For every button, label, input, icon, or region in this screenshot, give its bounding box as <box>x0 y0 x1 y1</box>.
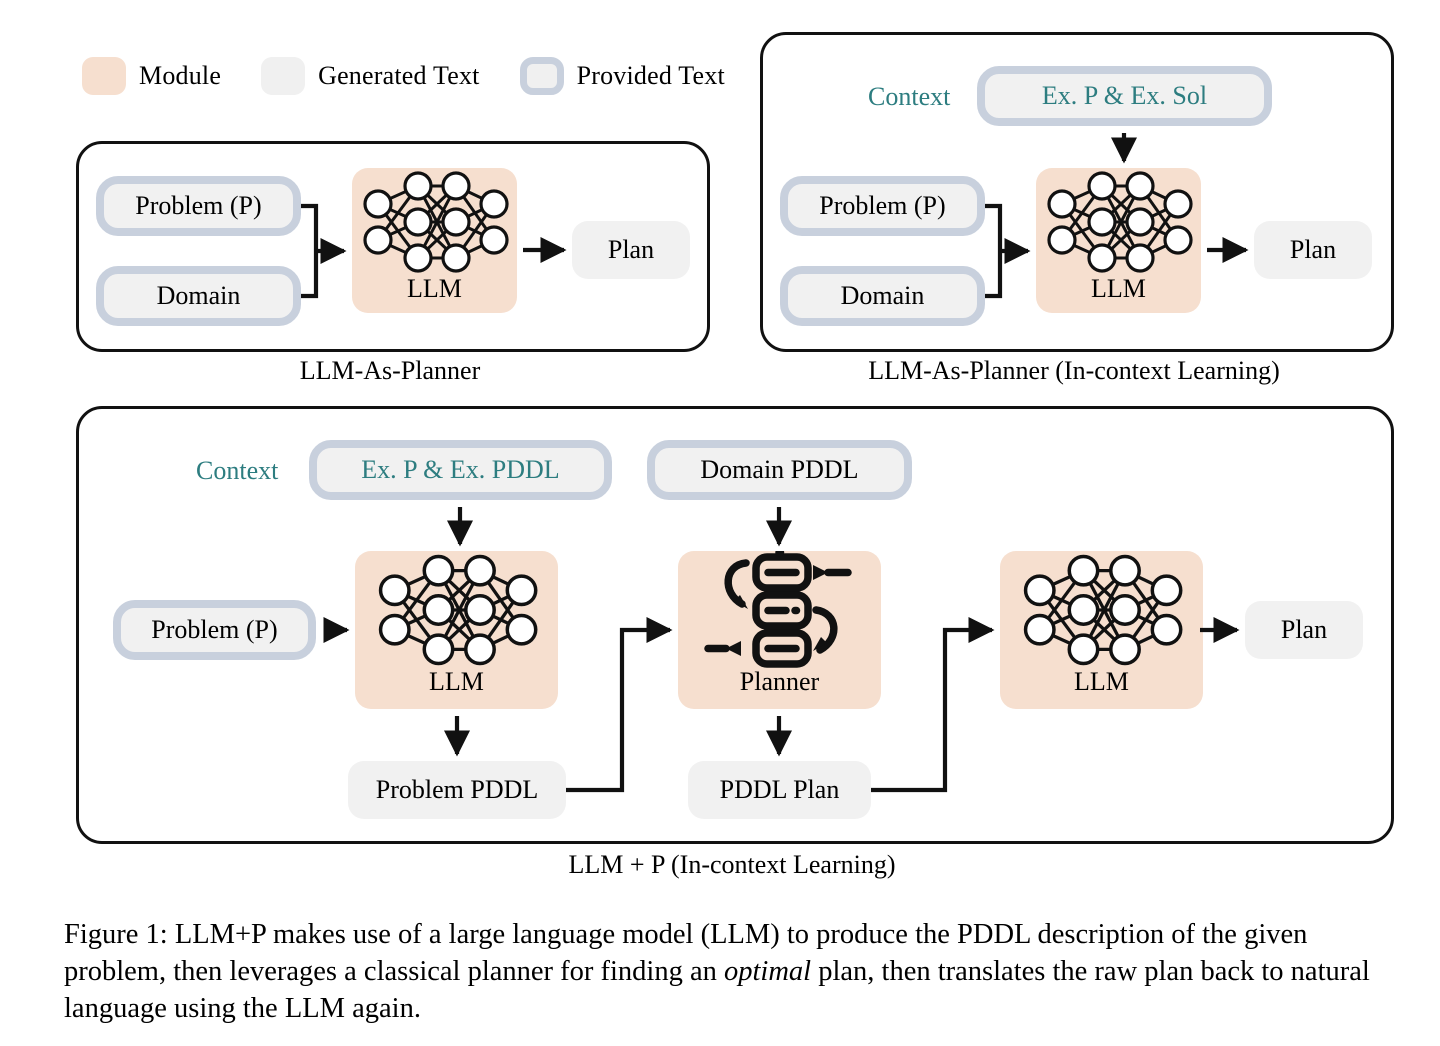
figure-caption-prefix: Figure 1: <box>64 919 168 950</box>
module-planner-panel3: Planner <box>678 551 881 709</box>
box-context-panel2: Ex. P & Ex. Sol <box>977 66 1272 126</box>
neural-network-icon <box>1047 171 1193 273</box>
box-plan-panel1: Plan <box>572 221 690 279</box>
box-plan-panel3: Plan <box>1245 601 1363 659</box>
box-problem-p-panel2: Problem (P) <box>780 176 985 236</box>
box-domain-panel2: Domain <box>780 266 985 326</box>
box-plan-panel2: Plan <box>1254 221 1372 279</box>
module-label-llm-panel2: LLM <box>1091 274 1146 303</box>
module-label-llm-panel1: LLM <box>407 274 462 303</box>
module-llm-panel2: LLM <box>1036 168 1201 313</box>
figure-caption-emphasis: optimal <box>724 956 812 988</box>
figure-caption-part1: LLM+P makes use of a large language mode… <box>64 919 1308 988</box>
planner-workflow-icon <box>703 551 852 668</box>
caption-panel2: LLM-As-Planner (In-context Learning) <box>868 356 1280 385</box>
module-label-llm1-panel3: LLM <box>429 667 484 696</box>
module-llm-panel1: LLM <box>352 168 517 313</box>
legend-label-provided-text: Provided Text <box>576 61 725 90</box>
caption-panel3: LLM + P (In-context Learning) <box>568 850 896 879</box>
legend-item-provided-text: Provided Text <box>519 57 725 95</box>
box-problem-p-panel1: Problem (P) <box>96 176 301 236</box>
box-context-panel3: Ex. P & Ex. PDDL <box>309 440 612 500</box>
generated-text-swatch-icon <box>261 57 306 95</box>
box-domain-panel1: Domain <box>96 266 301 326</box>
box-problem-pddl-panel3: Problem PDDL <box>348 761 566 819</box>
provided-text-swatch-icon <box>519 57 564 95</box>
module-label-planner-panel3: Planner <box>739 667 820 696</box>
neural-network-icon <box>378 554 538 666</box>
box-problem-p-panel3: Problem (P) <box>113 600 316 660</box>
legend: Module Generated Text Provided Text <box>82 57 725 95</box>
legend-label-module: Module <box>139 61 222 90</box>
module-llm2-panel3: LLM <box>1000 551 1203 709</box>
caption-panel1: LLM-As-Planner <box>299 356 481 385</box>
context-label-panel2: Context <box>868 82 951 111</box>
module-llm1-panel3: LLM <box>355 551 558 709</box>
legend-item-module: Module <box>82 57 221 95</box>
figure-caption-part2: plan, then translates the raw plan back … <box>64 956 1370 1025</box>
neural-network-icon <box>363 171 509 273</box>
box-domain-pddl-panel3: Domain PDDL <box>647 440 912 500</box>
module-swatch-icon <box>82 57 126 95</box>
context-label-panel3: Context <box>196 456 279 485</box>
figure-caption: Figure 1: LLM+P makes use of a large lan… <box>64 916 1384 1027</box>
box-pddl-plan-panel3: PDDL Plan <box>688 761 871 819</box>
neural-network-icon <box>1023 554 1183 666</box>
module-label-llm2-panel3: LLM <box>1074 667 1129 696</box>
legend-item-generated-text: Generated Text <box>261 57 479 95</box>
legend-label-generated-text: Generated Text <box>318 61 480 90</box>
